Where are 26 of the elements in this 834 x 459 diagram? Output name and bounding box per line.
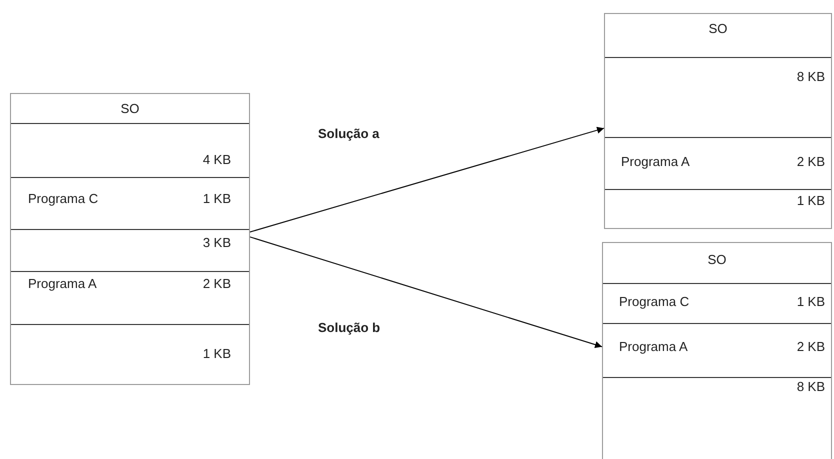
size-label: 1 KB	[202, 191, 231, 206]
arrow	[250, 236, 602, 348]
size-label: 2 KB	[796, 339, 825, 354]
size-label: 8 KB	[796, 379, 825, 394]
size-label: 3 KB	[202, 235, 231, 250]
size-label: 1 KB	[796, 193, 825, 208]
memory-block	[10, 93, 250, 385]
size-label: 4 KB	[202, 152, 231, 167]
segment-label: SO	[120, 101, 140, 116]
size-label: 2 KB	[796, 154, 825, 169]
size-label: 8 KB	[796, 69, 825, 84]
segment-label: SO	[708, 252, 726, 267]
program-label: Programa A	[28, 276, 97, 291]
edge-label: Solução b	[318, 320, 380, 335]
size-label: 2 KB	[202, 276, 231, 291]
segment-label: SO	[708, 21, 728, 36]
memory-block	[604, 13, 832, 229]
program-label: Programa A	[619, 339, 688, 354]
size-label: 1 KB	[796, 294, 825, 309]
memory-block	[602, 242, 832, 459]
program-label: Programa A	[621, 154, 690, 169]
program-label: Programa C	[619, 294, 690, 309]
program-label: Programa C	[28, 191, 98, 206]
arrow	[250, 126, 604, 232]
edge-label: Solução a	[318, 126, 380, 141]
size-label: 1 KB	[202, 346, 231, 361]
